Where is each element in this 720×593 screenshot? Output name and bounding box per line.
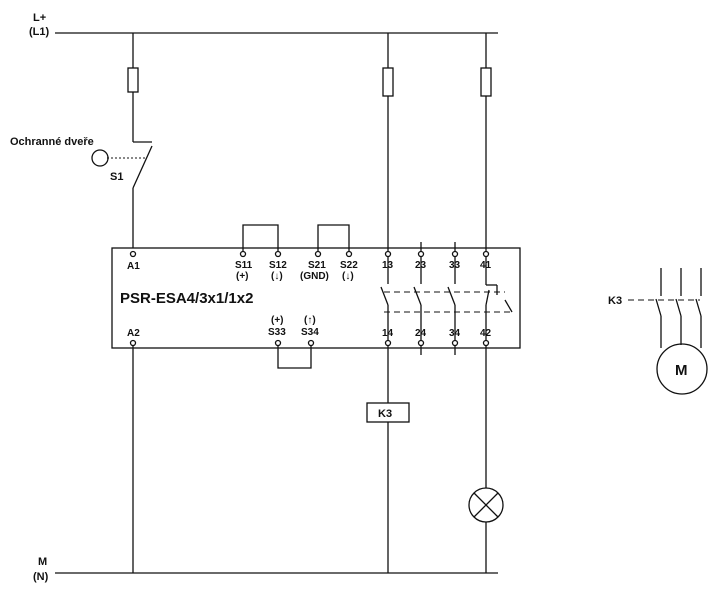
terminal-a1: A1 [127, 261, 140, 272]
internal-contacts [380, 257, 513, 340]
terminal-s12: S12 [269, 260, 287, 271]
jumper-s11-s12 [242, 224, 279, 252]
door-sensor-icon [91, 149, 109, 167]
fuse-2 [382, 67, 394, 97]
relay-model: PSR-ESA4/3x1/1x2 [120, 290, 253, 307]
supply-top-label: L+ [33, 12, 46, 24]
motor-icon [656, 343, 708, 395]
terminal-s11: S11 [235, 260, 253, 271]
switch-name: S1 [110, 171, 123, 183]
motor-label: M [675, 362, 688, 379]
indicator-lamp-icon [468, 487, 504, 523]
jumper-s21-s22 [317, 224, 350, 252]
terminal-s22-sub: (↓) [342, 271, 354, 282]
safety-relay [111, 247, 521, 349]
terminal-s33: S33 [268, 327, 286, 338]
terminal-s33-sup: (+) [271, 315, 284, 326]
s1-contact [132, 145, 153, 189]
terminal-s21-sub: (GND) [300, 271, 329, 282]
supply-bottom-label: M [38, 556, 47, 568]
terminal-a2: A2 [127, 328, 140, 339]
terminal-s21: S21 [308, 260, 326, 271]
fuse-1 [127, 67, 139, 93]
jumper-s33-s34 [277, 345, 312, 369]
terminal-s34-sup: (↑) [304, 315, 316, 326]
supply-bottom-sublabel: (N) [33, 571, 49, 583]
fuse-3 [480, 67, 492, 97]
terminal-s12-sub: (↓) [271, 271, 283, 282]
motor-contact-label: K3 [608, 295, 622, 307]
terminal-s34: S34 [301, 327, 319, 338]
supply-top-sublabel: (L1) [29, 26, 50, 38]
terminal-s22: S22 [340, 260, 358, 271]
door-label: Ochranné dveře [10, 136, 94, 148]
k3-coil-label: K3 [378, 408, 392, 420]
terminal-s11-sub: (+) [236, 271, 249, 282]
motor-contactor [628, 268, 702, 348]
